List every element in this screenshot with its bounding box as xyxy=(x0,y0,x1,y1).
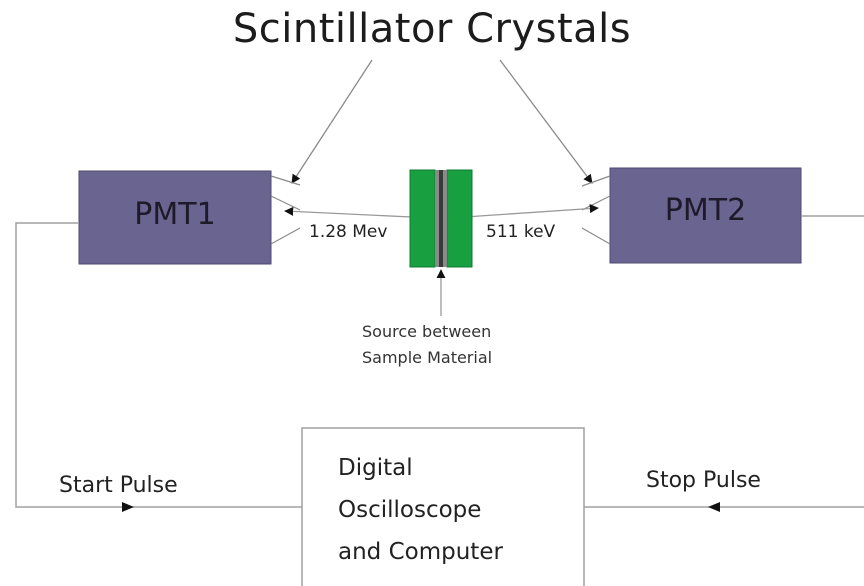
gamma-path-left xyxy=(284,206,433,219)
stop-pulse-label: Stop Pulse xyxy=(646,468,761,493)
pmt1-face xyxy=(270,175,301,245)
source-label-line1: Source between xyxy=(362,322,492,341)
processor-line3: and Computer xyxy=(338,539,503,565)
processor-label: Digital Oscilloscope and Computer xyxy=(338,447,503,573)
source-foil xyxy=(439,170,443,267)
wire-pmt1-to-processor xyxy=(15,222,302,508)
start-pulse-label: Start Pulse xyxy=(59,473,178,498)
gamma-path-right xyxy=(449,204,599,219)
title-arrow-right xyxy=(499,59,593,184)
pmt2-box xyxy=(609,167,802,264)
processor-line1: Digital xyxy=(338,455,413,481)
source-label-line2: Sample Material xyxy=(362,348,493,367)
pmt1-label: PMT1 xyxy=(134,197,216,232)
sample-left xyxy=(409,169,436,268)
diagram-title: Scintillator Crystals xyxy=(232,6,632,52)
processor-line2: Oscilloscope xyxy=(338,497,482,523)
pmt2-label: PMT2 xyxy=(664,193,747,228)
start-pulse-arrow xyxy=(122,502,134,512)
energy-label-right: 511 keV xyxy=(486,222,556,242)
energy-label-left: 1.28 Mev xyxy=(309,222,388,242)
pmt1-box xyxy=(78,170,272,265)
sample-right xyxy=(446,169,473,268)
source-label: Source between Sample Material xyxy=(362,319,492,371)
stop-pulse-arrow xyxy=(708,502,720,512)
processor-box xyxy=(301,427,585,586)
title-arrow-left xyxy=(291,59,373,184)
pmt2-face xyxy=(581,175,611,245)
